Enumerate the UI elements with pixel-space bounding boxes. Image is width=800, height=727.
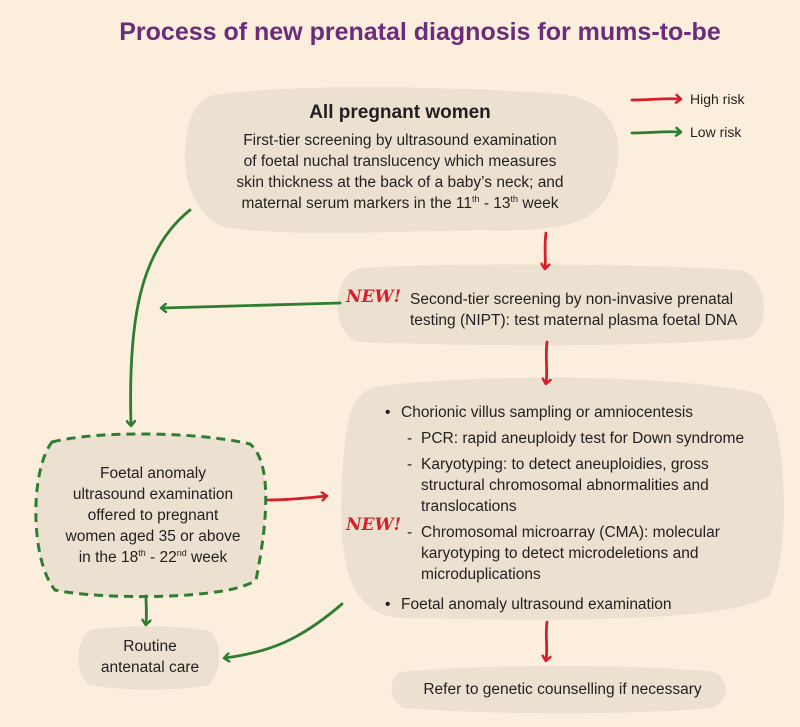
legend-low-risk-label: Low risk xyxy=(690,124,742,140)
arrow-nipt-to-left xyxy=(162,301,342,308)
page-title: Process of new prenatal diagnosis for mu… xyxy=(119,18,721,46)
box-diagnostic: Chorionic villus sampling or amniocentes… xyxy=(385,402,771,615)
box2-line2: testing (NIPT): test maternal plasma foe… xyxy=(410,312,738,329)
box-anomaly-ultrasound: Foetal anomaly ultrasound examination of… xyxy=(48,463,258,568)
box4-line1: Foetal anomaly xyxy=(100,465,206,482)
sub-cma: Chromosomal microarray (CMA): molecular … xyxy=(407,522,771,585)
box1-heading: All pregnant women xyxy=(309,102,491,123)
box-anomaly-ultrasound-shape xyxy=(34,432,268,599)
box-all-pregnant-women-shape xyxy=(184,87,619,233)
box4-line4: women aged 35 or above xyxy=(65,528,241,545)
box-counselling: Refer to genetic counselling if necessar… xyxy=(423,681,702,698)
arrow-anomaly-to-diagnostic xyxy=(266,496,326,500)
box-nipt-shape xyxy=(337,264,764,346)
box4-line2: ultrasound examination xyxy=(72,486,234,503)
arrow-nipt-to-diagnostic xyxy=(546,340,547,383)
box1-line3: skin thickness at the back of a baby’s n… xyxy=(236,174,564,191)
box1-line4: maternal serum markers in the 11th - 13t… xyxy=(241,193,559,212)
bullet-anomaly-ultrasound: Foetal anomaly ultrasound examination xyxy=(385,594,771,615)
box1-line2: of foetal nuchal translucency which meas… xyxy=(243,153,557,170)
sub-pcr: PCR: rapid aneuploidy test for Down synd… xyxy=(407,428,771,449)
arrow-diagnostic-to-routine xyxy=(225,602,344,658)
sub-karyotyping: Karyotyping: to detect aneuploidies, gro… xyxy=(407,454,771,517)
legend-high-risk-label: High risk xyxy=(690,91,745,107)
new-label-cma: NEW! xyxy=(346,515,402,535)
box5-line1: Routine xyxy=(123,638,177,655)
box-counselling-shape xyxy=(391,666,726,714)
box1-line1: First-tier screening by ultrasound exami… xyxy=(243,132,557,149)
arrow-box1-to-nipt xyxy=(545,231,546,268)
box-routine-care-shape xyxy=(78,626,220,690)
new-label-nipt: NEW! xyxy=(346,287,402,307)
box-all-pregnant-women: All pregnant women First-tier screening … xyxy=(200,102,600,214)
box-routine-care: Routine antenatal care xyxy=(80,636,220,678)
legend-high-risk-arrow xyxy=(630,99,680,100)
box5-line2: antenatal care xyxy=(100,659,200,676)
box4-line3: offered to pregnant xyxy=(87,507,219,524)
arrow-diagnostic-to-counselling xyxy=(546,620,547,660)
box-nipt: Second-tier screening by non-invasive pr… xyxy=(410,289,760,331)
bullet-cvs-amnio: Chorionic villus sampling or amniocentes… xyxy=(385,402,771,423)
box4-line5: in the 18th - 22nd week xyxy=(78,547,228,566)
box2-line1: Second-tier screening by non-invasive pr… xyxy=(410,291,734,308)
arrow-box1-to-anomaly xyxy=(131,208,192,425)
legend-low-risk-arrow xyxy=(630,132,680,133)
